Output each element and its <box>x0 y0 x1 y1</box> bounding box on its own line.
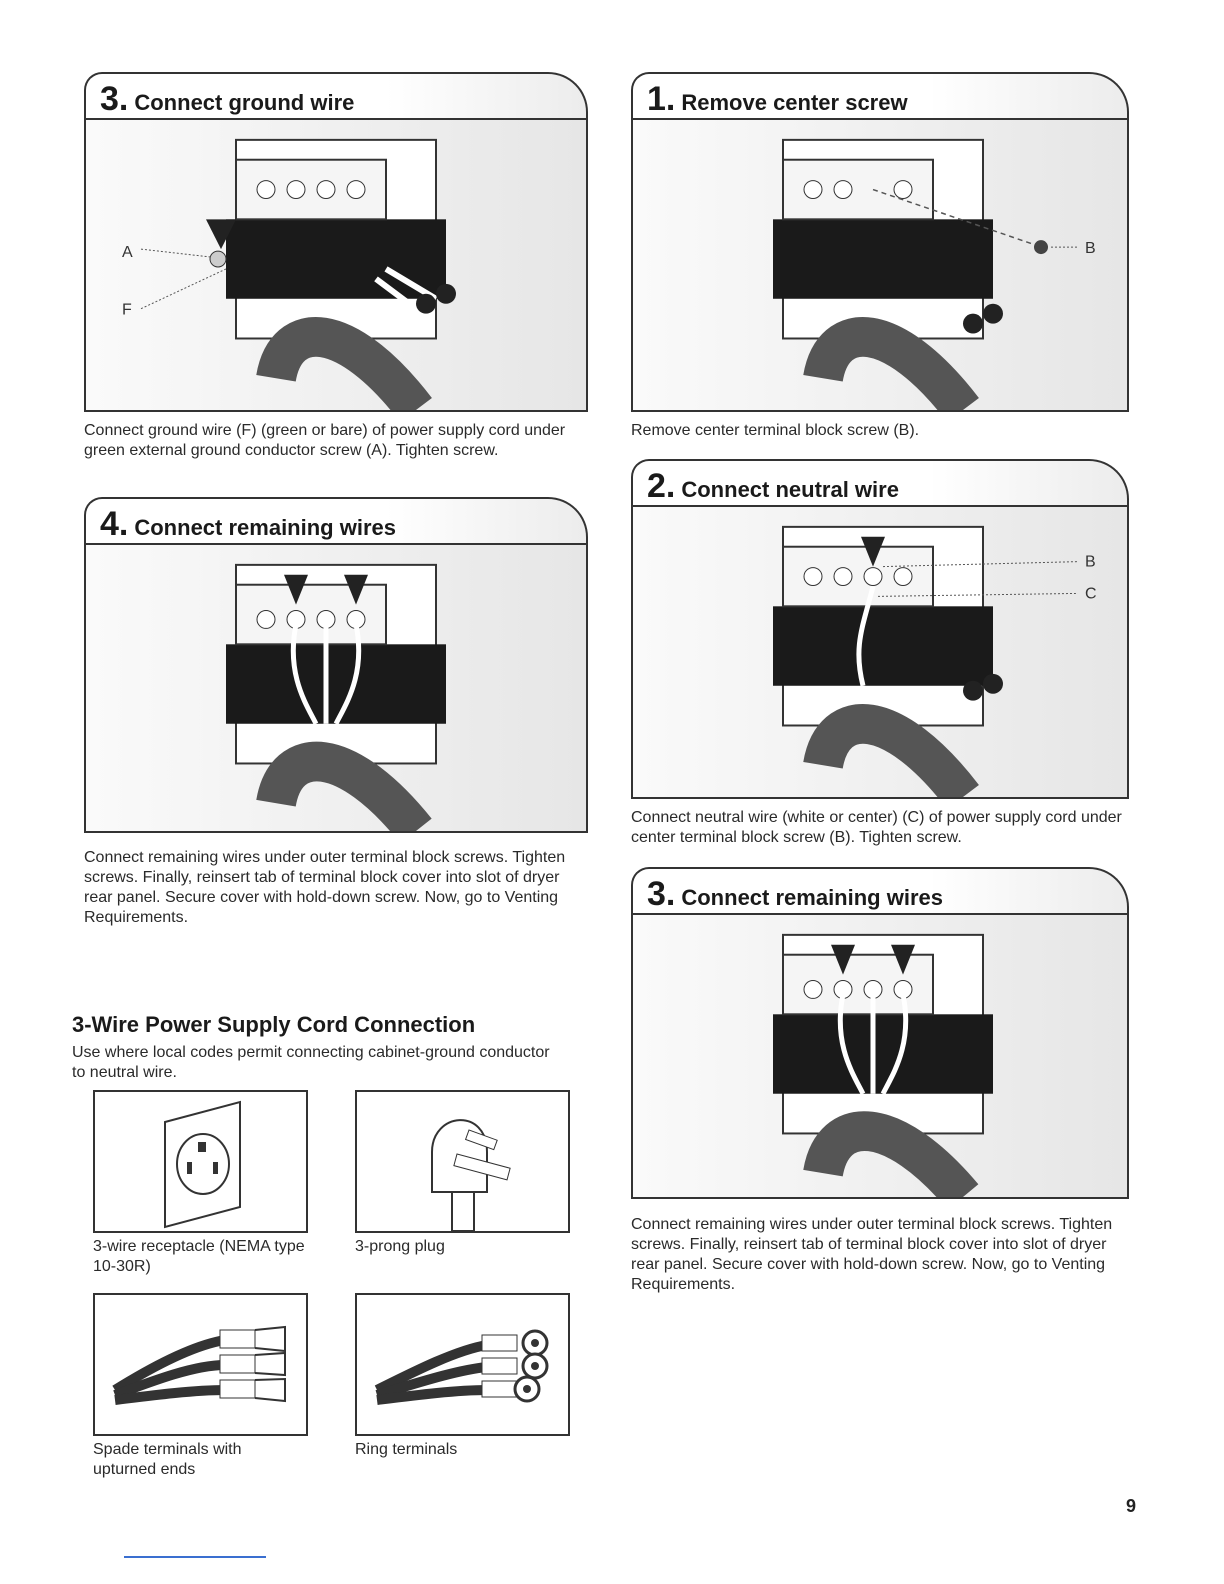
caption-connect-ground-wire: Connect ground wire (F) (green or bare) … <box>84 422 566 459</box>
caption-connect-remaining-wires-3-wire: Connect remaining wires under outer term… <box>631 1216 1113 1293</box>
caption-connect-remaining-wires-4-wire: Connect remaining wires under outer term… <box>84 849 566 926</box>
callout-c: C <box>1085 585 1097 602</box>
step-title: 4.Connect remaining wires <box>100 505 396 543</box>
caption-remove-center-screw: Remove center terminal block screw (B). <box>631 422 920 439</box>
step-title: 3.Connect ground wire <box>100 80 355 118</box>
plug-caption: 3-prong plug <box>355 1238 445 1255</box>
step-connect-ground-wire: 3.Connect ground wire A F <box>84 72 588 412</box>
callout-a: A <box>122 244 133 261</box>
step-remove-center-screw: 1.Remove center screw B <box>631 72 1129 412</box>
caption-connect-neutral-wire: Connect neutral wire (white or center) (… <box>631 809 1122 846</box>
ring-terminals-figure <box>355 1293 570 1436</box>
step-title: 1.Remove center screw <box>647 80 908 118</box>
step-header: 4.Connect remaining wires <box>84 497 588 545</box>
receptacle-figure <box>93 1090 308 1233</box>
callout-f: F <box>122 302 132 319</box>
terminal-block-illustration <box>631 913 1129 1199</box>
step-title: 3.Connect remaining wires <box>647 875 943 913</box>
spade-terminals-figure <box>93 1293 308 1436</box>
footer-rule <box>124 1556 266 1558</box>
step-connect-remaining-wires-4-wire: 4.Connect remaining wires <box>84 497 588 833</box>
spade-terminals-caption: Spade terminals with upturned ends <box>93 1441 242 1478</box>
step-header: 3.Connect ground wire <box>84 72 588 120</box>
terminal-block-illustration: A F <box>84 118 588 412</box>
callout-b: B <box>1085 240 1096 257</box>
section-intro: Use where local codes permit connecting … <box>72 1044 550 1081</box>
section-title: 3-Wire Power Supply Cord Connection <box>72 1012 476 1037</box>
terminal-block-illustration: B C <box>631 505 1129 799</box>
receptacle-caption: 3-wire receptacle (NEMA type 10-30R) <box>93 1238 305 1275</box>
step-title: 2.Connect neutral wire <box>647 467 899 505</box>
step-header: 3.Connect remaining wires <box>631 867 1129 915</box>
terminal-block-illustration: B <box>631 118 1129 412</box>
step-connect-remaining-wires-3-wire: 3.Connect remaining wires <box>631 867 1129 1199</box>
callout-b: B <box>1085 554 1096 571</box>
terminal-block-illustration <box>84 543 588 833</box>
step-header: 1.Remove center screw <box>631 72 1129 120</box>
step-connect-neutral-wire: 2.Connect neutral wire B C <box>631 459 1129 799</box>
step-header: 2.Connect neutral wire <box>631 459 1129 507</box>
plug-figure <box>355 1090 570 1233</box>
page-number: 9 <box>1126 1496 1137 1516</box>
ring-terminals-caption: Ring terminals <box>355 1441 458 1458</box>
